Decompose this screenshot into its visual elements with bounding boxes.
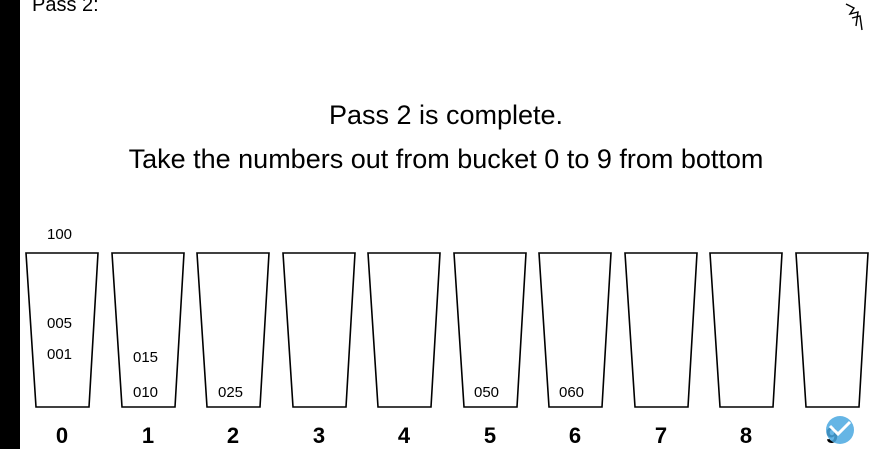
bucket-label-3: 3 [312,423,326,448]
message-line-2: Take the numbers out from bucket 0 to 9 … [128,144,764,174]
bucket-1-number: 010 [133,384,159,401]
bucket-label-5: 5 [483,423,497,448]
bucket-6-number: 060 [559,384,585,401]
bucket-label-6: 6 [568,423,582,448]
bucket-label-4: 4 [397,423,411,448]
bucket-label-8: 8 [739,423,753,448]
bucket-0-number: 001 [47,346,73,363]
bucket-2 [196,252,270,408]
bucket-0-number: 100 [47,226,73,243]
bucket-6 [538,252,612,408]
bucket-0 [25,252,99,408]
bucket-0-number: 005 [47,315,73,332]
bucket-5 [453,252,527,408]
bucket-8 [709,252,783,408]
bucket-5-number: 050 [474,384,500,401]
bucket-9 [795,252,869,408]
bucket-1 [111,252,185,408]
pen-cursor-icon [845,3,863,31]
bucket-4 [367,252,441,408]
pass-label: Pass 2: [32,0,99,16]
left-edge-bar [0,0,20,449]
bucket-label-7: 7 [654,423,668,448]
watermark-logo-icon [826,416,854,444]
bucket-label-1: 1 [141,423,155,448]
bucket-3 [282,252,356,408]
bucket-7 [624,252,698,408]
bucket-1-number: 015 [133,349,159,366]
bucket-label-0: 0 [55,423,69,448]
message-line-1: Pass 2 is complete. [328,100,564,130]
bucket-label-2: 2 [226,423,240,448]
bucket-2-number: 025 [218,384,244,401]
